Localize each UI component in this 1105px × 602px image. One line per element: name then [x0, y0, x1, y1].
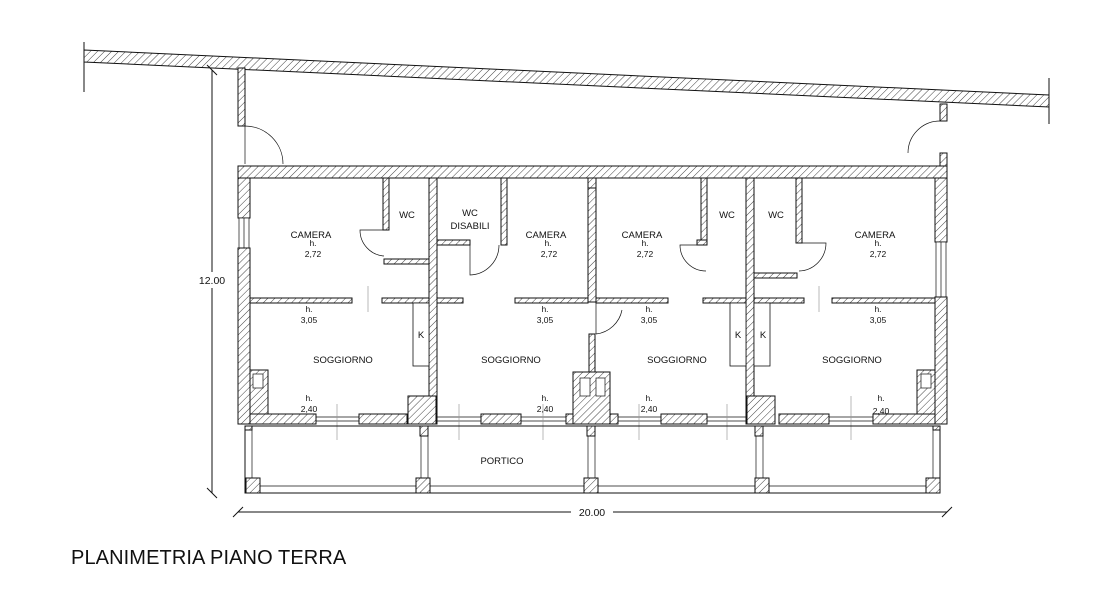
pier-1	[407, 395, 437, 425]
unit2-wc-label: WC	[462, 208, 478, 219]
unit3-camera-h-value: 2,72	[637, 249, 654, 259]
east-wall-upper	[934, 177, 948, 243]
unit3-sogg-h: h.	[645, 304, 652, 314]
unit2-camera-label: CAMERA	[526, 230, 567, 241]
unit2-sogg-h: h.	[541, 304, 548, 314]
unit4-wc-label: WC	[768, 210, 784, 221]
cross-walls	[249, 297, 936, 304]
unit3-low-h-value: 2,40	[641, 404, 658, 414]
unit1-low-h: h.	[305, 393, 312, 403]
unit3-camera-h: h.	[641, 238, 648, 248]
unit2-low-h-value: 2,40	[537, 404, 554, 414]
chimney-left-flue	[252, 373, 264, 389]
portico-label: PORTICO	[480, 456, 523, 467]
unit4-sogg-h-value: 3,05	[870, 315, 887, 325]
cross-wall-tick-marks	[336, 286, 852, 440]
kitchen-counter-2	[729, 302, 747, 367]
unit1-camera-h-value: 2,72	[305, 249, 322, 259]
unit3-wc-label: WC	[719, 210, 735, 221]
south-wall-seg-5	[660, 413, 708, 425]
dim-height-label: 12.00	[199, 275, 225, 287]
south-windows	[316, 416, 873, 422]
unit4-camera-label: CAMERA	[855, 230, 896, 241]
pier-3	[746, 395, 776, 425]
wc-walls	[382, 177, 803, 279]
unit3-low-h: h.	[645, 393, 652, 403]
unit2-camera-h: h.	[544, 238, 551, 248]
right-gate-door-swing	[907, 120, 941, 154]
left-gate-door-swing	[244, 125, 284, 165]
left-gate-pier	[237, 67, 246, 127]
dim-width-label-bg	[571, 505, 613, 519]
unit3-sogg-h-value: 3,05	[641, 315, 658, 325]
unit1-camera-h: h.	[309, 238, 316, 248]
unit2-soggiorno-label: SOGGIORNO	[481, 355, 541, 366]
unit4-camera-h-value: 2,72	[870, 249, 887, 259]
unit4-kitchen-label: K	[760, 330, 767, 341]
unit2-wc-disabili-label: DISABILI	[450, 221, 489, 232]
west-wall-lower	[237, 247, 251, 425]
unit1-camera-label: CAMERA	[291, 230, 332, 241]
kitchen-counter-3	[753, 302, 771, 367]
divider-wall-2-mid	[587, 187, 597, 303]
divider-wall-2-top	[587, 177, 597, 189]
north-wall	[237, 165, 948, 179]
portico-structure	[244, 425, 941, 494]
divider-wall-3	[745, 177, 755, 425]
unit1-low-h-value: 2,40	[301, 404, 318, 414]
unit3-kitchen-label: K	[735, 330, 742, 341]
south-wall-seg-6	[778, 413, 830, 425]
unit1-wc-label: WC	[399, 210, 415, 221]
dim-width-label: 20.00	[579, 507, 605, 519]
south-wall-seg-1	[249, 413, 317, 425]
chimney-right-flue	[920, 373, 932, 389]
unit1-sogg-h-value: 3,05	[301, 315, 318, 325]
pier-2-niche-right	[595, 377, 606, 397]
unit1-soggiorno-label: SOGGIORNO	[313, 355, 373, 366]
unit4-low-h: h.	[877, 393, 884, 403]
unit4-sogg-h: h.	[874, 304, 881, 314]
south-wall-seg-7	[872, 413, 936, 425]
south-wall-seg-2	[358, 413, 408, 425]
unit3-soggiorno-label: SOGGIORNO	[647, 355, 707, 366]
unit3-camera-label: CAMERA	[622, 230, 663, 241]
terrain-retaining-wall	[83, 49, 1050, 108]
divider-wall-1	[428, 177, 438, 425]
unit2-sogg-h-value: 3,05	[537, 315, 554, 325]
unit1-sogg-h: h.	[305, 304, 312, 314]
interior-door-swings	[359, 229, 827, 335]
right-gate-pier	[939, 103, 948, 122]
right-gate-stub	[939, 152, 948, 167]
drawing-title: PLANIMETRIA PIANO TERRA	[71, 547, 347, 569]
unit4-soggiorno-label: SOGGIORNO	[822, 355, 882, 366]
unit2-camera-h-value: 2,72	[541, 249, 558, 259]
west-wall-upper	[237, 177, 251, 219]
unit1-kitchen-label: K	[418, 330, 425, 341]
east-wall-lower	[934, 296, 948, 425]
unit4-camera-h: h.	[874, 238, 881, 248]
dim-height-label-bg	[192, 272, 228, 288]
unit2-low-h: h.	[541, 393, 548, 403]
kitchen-counter-1	[412, 302, 430, 367]
south-wall-seg-3	[480, 413, 522, 425]
pier-2-niche-left	[579, 377, 591, 397]
unit4-low-h-value: 2,40	[873, 406, 890, 416]
